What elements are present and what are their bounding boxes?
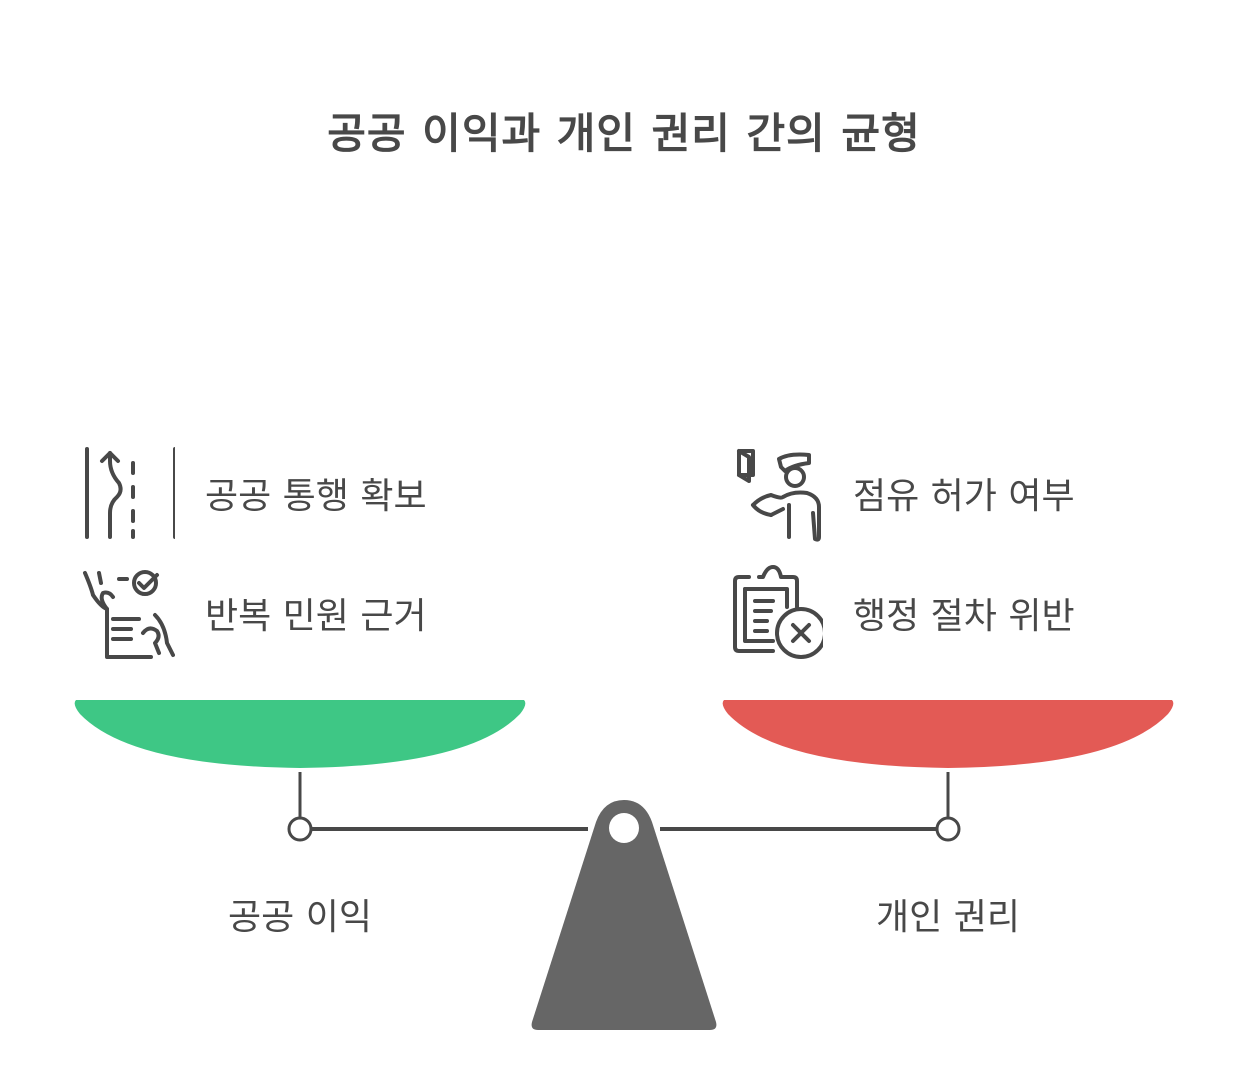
left-pan [74,700,526,768]
left-item-1: 공공 통행 확보 [75,443,427,543]
left-item-2-label: 반복 민원 근거 [205,596,427,637]
guard-door-icon [723,443,823,543]
document-check-hands-icon [75,563,175,663]
clipboard-reject-icon [723,563,823,663]
right-item-2-label: 행정 절차 위반 [853,596,1075,637]
diagram-title: 공공 이익과 개인 권리 간의 균형 [327,109,921,158]
left-item-2: 반복 민원 근거 [75,563,427,663]
right-side-label: 개인 권리 [876,897,1020,938]
left-side-label: 공공 이익 [228,897,372,938]
fulcrum [531,800,717,1030]
right-pan [722,700,1174,768]
fulcrum-hole [609,813,639,843]
right-item-1: 점유 허가 여부 [723,443,1075,543]
left-item-1-label: 공공 통행 확보 [205,476,427,517]
right-item-1-label: 점유 허가 여부 [853,476,1075,517]
road-lanes-icon [75,443,175,543]
right-item-2: 행정 절차 위반 [723,563,1075,663]
left-pivot [287,816,313,842]
right-pivot [935,816,961,842]
